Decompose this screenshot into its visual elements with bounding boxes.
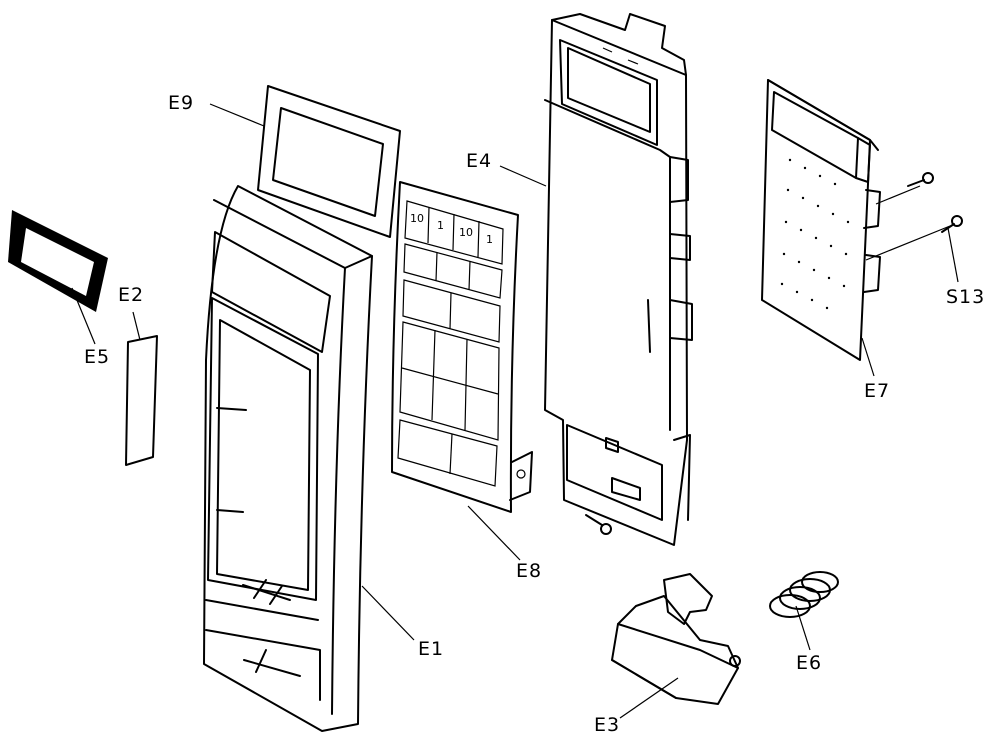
part-e3-latch: [611, 573, 741, 705]
callout-e8: E8: [516, 560, 543, 582]
leader-e7: [861, 337, 875, 377]
board-dots: [780, 158, 850, 310]
callout-e7: E7: [864, 380, 891, 402]
key-1-sec: 1: [486, 233, 493, 246]
part-e9-gasket: [257, 85, 401, 238]
callout-s13: S13: [946, 286, 986, 308]
leader-e1: [361, 585, 415, 641]
part-e2-label: [125, 335, 158, 466]
leader-lines: [71, 103, 959, 719]
key-10-sec: 10: [459, 226, 473, 239]
callout-e2: E2: [118, 284, 145, 306]
part-e8-keypad: 10 1 10 1: [391, 181, 533, 513]
leader-e2: [132, 311, 141, 341]
leader-e6: [795, 605, 811, 651]
part-e7-circuit-board: [761, 79, 881, 361]
part-e6-spring: [769, 571, 839, 618]
key-1-min: 1: [437, 219, 444, 232]
leader-s13: [947, 227, 959, 283]
callout-e9: E9: [168, 92, 195, 114]
callout-e4: E4: [466, 150, 493, 172]
leader-e9: [209, 103, 265, 127]
callout-e1: E1: [418, 638, 445, 660]
leader-e3: [619, 677, 679, 719]
part-e5-gasket: [8, 210, 108, 312]
part-e1-front-panel: [203, 185, 373, 732]
leader-s13-c: [875, 185, 921, 205]
leader-e4: [499, 165, 547, 187]
callout-e3: E3: [594, 714, 621, 736]
part-e4-bracket: [544, 13, 693, 546]
screw-bracket: [585, 514, 612, 535]
key-10-min: 10: [410, 212, 424, 225]
leader-e8: [467, 505, 521, 561]
callout-e6: E6: [796, 652, 823, 674]
leader-s13-b: [865, 225, 951, 261]
callout-e5: E5: [84, 346, 111, 368]
part-s13-screws: [907, 172, 963, 233]
leader-e5: [71, 287, 96, 345]
